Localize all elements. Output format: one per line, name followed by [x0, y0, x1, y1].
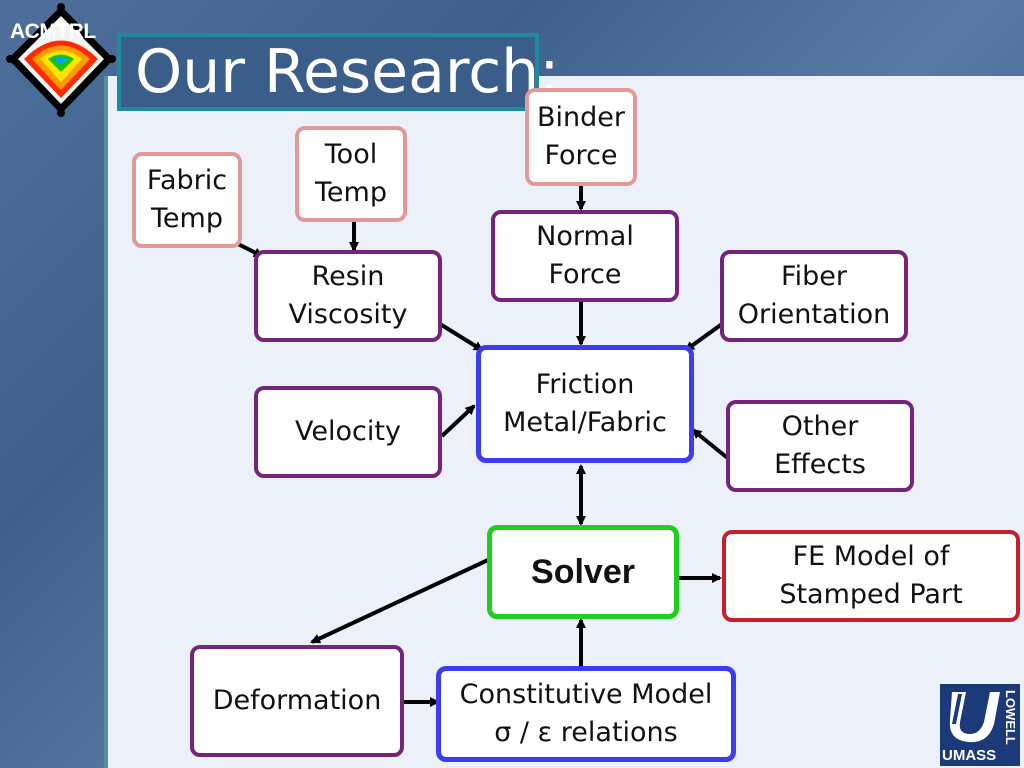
- arrow-fiber-to-friction: [684, 322, 724, 352]
- node-fe-model: FE Model of Stamped Part: [722, 530, 1020, 622]
- node-binder-force: Binder Force: [525, 88, 637, 186]
- node-friction: Friction Metal/Fabric: [476, 345, 694, 463]
- acmtrl-logo: [6, 3, 116, 117]
- node-normal-force: Normal Force: [491, 210, 679, 302]
- node-solver: Solver: [487, 525, 679, 619]
- umass-lowell-logo: UMASS LOWELL: [940, 684, 1020, 766]
- logo-text: ACMTRL: [10, 20, 96, 43]
- node-deformation: Deformation: [190, 645, 404, 757]
- node-velocity: Velocity: [254, 386, 442, 478]
- solver-label: Solver: [531, 553, 635, 591]
- arrow-other-to-friction: [691, 428, 732, 462]
- node-fabric-temp: Fabric Temp: [132, 152, 242, 248]
- arrow-resin-to-friction: [438, 322, 484, 352]
- arrow-solver-to-deformation: [310, 558, 489, 644]
- node-other-effects: Other Effects: [726, 400, 914, 492]
- umass-label: UMASS: [942, 747, 997, 764]
- node-resin-viscosity: Resin Viscosity: [254, 250, 442, 342]
- node-constitutive-model: Constitutive Model σ / ε relations: [436, 666, 736, 762]
- page-title: Our Research:: [117, 33, 559, 111]
- umass-emblem-icon: [949, 692, 1000, 743]
- arrow-velocity-to-friction: [440, 404, 476, 438]
- lowell-label: LOWELL: [1003, 690, 1018, 745]
- node-fiber-orientation: Fiber Orientation: [720, 250, 908, 342]
- node-tool-temp: Tool Temp: [295, 126, 407, 222]
